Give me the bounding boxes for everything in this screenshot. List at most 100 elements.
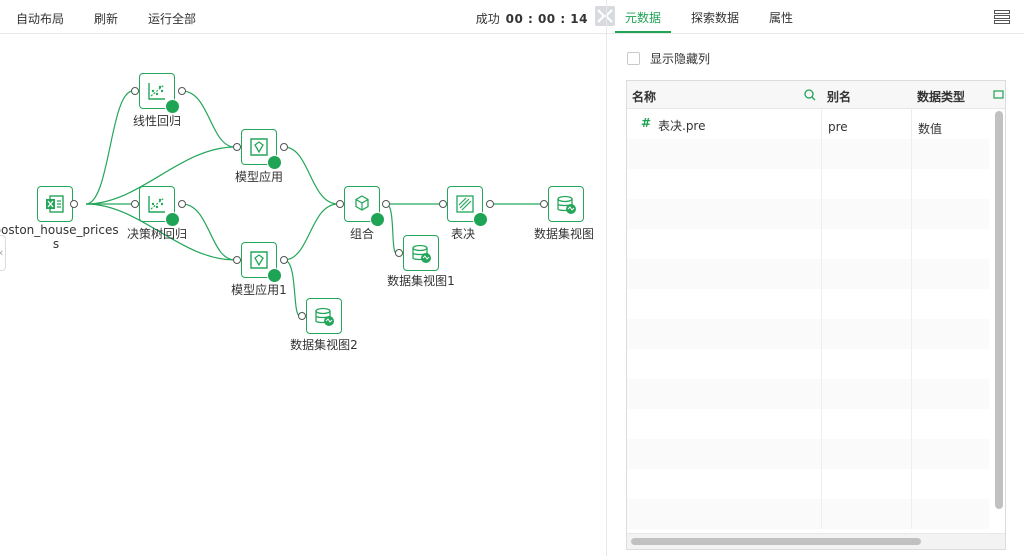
node-dataset-view-1-label: 数据集视图1 — [387, 274, 455, 288]
regression-icon — [148, 196, 165, 213]
grid-header: 名称 别名 数据类型 — [627, 81, 1005, 109]
column-settings-icon[interactable] — [993, 89, 1005, 101]
cell-dtype: 数值 — [918, 122, 943, 136]
column-divider[interactable] — [911, 109, 912, 529]
cell-alias: pre — [828, 120, 848, 134]
node-source[interactable] — [37, 186, 73, 222]
run-status: 成功 00 : 00 : 14 — [476, 10, 588, 27]
regression-icon — [148, 83, 165, 100]
node-dataset-view-label: 数据集视图 — [533, 227, 595, 241]
workflow-edges — [85, 90, 542, 317]
refresh-button[interactable]: 刷新 — [94, 12, 119, 26]
tab-explore[interactable]: 探索数据 — [691, 11, 740, 25]
node-linear-regression[interactable] — [139, 73, 180, 114]
table-row — [627, 439, 989, 469]
panel-divider[interactable] — [606, 0, 607, 556]
tab-metadata[interactable]: 元数据 — [625, 11, 662, 25]
port-in[interactable] — [131, 200, 139, 208]
table-row — [627, 259, 989, 289]
col-alias-header[interactable]: 别名 — [827, 90, 852, 104]
vertical-scrollbar[interactable] — [995, 111, 1003, 509]
node-dataset-view[interactable] — [548, 186, 584, 222]
port-in[interactable] — [233, 256, 241, 264]
col-type-header[interactable]: 数据类型 — [917, 90, 966, 104]
port-in[interactable] — [131, 87, 139, 95]
node-tree-label: 决策树回归 — [126, 227, 188, 241]
node-model-apply-1-label: 模型应用1 — [231, 283, 287, 297]
menu-icon[interactable] — [994, 10, 1010, 24]
success-check-icon — [165, 99, 180, 114]
port-in[interactable] — [395, 249, 403, 257]
port-in[interactable] — [336, 200, 344, 208]
right-panel: 元数据 探索数据 属性 显示隐藏列 名称 别名 数据类型 # 表决.pre — [607, 0, 1024, 556]
table-row — [627, 319, 989, 349]
node-combine-label: 组合 — [349, 227, 375, 241]
success-check-icon — [267, 155, 282, 170]
auto-layout-button[interactable]: 自动布局 — [16, 12, 65, 26]
node-dataset-view-1[interactable] — [403, 235, 439, 271]
table-row — [627, 349, 989, 379]
table-row — [627, 139, 989, 169]
status-time: 00 : 00 : 14 — [505, 12, 588, 26]
node-linear-label: 线性回归 — [132, 114, 182, 128]
success-check-icon — [370, 212, 385, 227]
port-out[interactable] — [178, 200, 186, 208]
port-out[interactable] — [280, 143, 288, 151]
port-in[interactable] — [540, 200, 548, 208]
port-out[interactable] — [280, 256, 288, 264]
node-model-apply-label: 模型应用 — [234, 170, 284, 184]
show-hidden-checkbox[interactable] — [627, 52, 640, 65]
port-in[interactable] — [298, 312, 306, 320]
model-apply-icon — [250, 138, 268, 156]
success-check-icon — [473, 212, 488, 227]
horizontal-scroll-track[interactable] — [627, 533, 1005, 549]
node-model-apply[interactable] — [241, 129, 282, 170]
canvas-toolbar: 自动布局 刷新 运行全部 成功 00 : 00 : 14 — [0, 0, 606, 34]
node-decision-tree[interactable] — [139, 186, 180, 227]
port-in[interactable] — [233, 143, 241, 151]
vote-icon — [456, 195, 474, 213]
col-name-header[interactable]: 名称 — [632, 90, 657, 104]
success-check-icon — [165, 212, 180, 227]
table-row — [627, 199, 989, 229]
panel-tabs: 元数据 探索数据 属性 — [607, 0, 1024, 34]
column-divider[interactable] — [821, 109, 822, 529]
run-all-button[interactable]: 运行全部 — [148, 12, 197, 26]
table-row — [627, 469, 989, 499]
tab-properties[interactable]: 属性 — [769, 11, 794, 25]
port-in[interactable] — [439, 200, 447, 208]
dataset-icon — [315, 307, 334, 326]
port-out[interactable] — [178, 87, 186, 95]
numeric-type-icon: # — [641, 116, 652, 130]
node-combine[interactable] — [344, 186, 385, 227]
cell-name: 表决.pre — [658, 119, 706, 133]
status-label: 成功 — [475, 12, 500, 26]
success-check-icon — [267, 268, 282, 283]
show-hidden-row[interactable]: 显示隐藏列 — [627, 50, 710, 67]
port-out[interactable] — [382, 200, 390, 208]
port-out[interactable] — [486, 200, 494, 208]
metadata-grid: 名称 别名 数据类型 # 表决.pre pre 数值 — [626, 80, 1006, 550]
dataset-icon — [557, 195, 576, 214]
node-model-apply-1[interactable] — [241, 242, 282, 283]
node-vote[interactable] — [447, 186, 488, 227]
left-drawer-handle[interactable]: ‹ — [0, 235, 6, 271]
table-row — [627, 379, 989, 409]
node-dataset-view-2[interactable] — [306, 298, 342, 334]
chevron-left-icon: ‹ — [0, 246, 3, 259]
table-row — [627, 289, 989, 319]
port-out[interactable] — [70, 200, 78, 208]
active-tab-indicator — [615, 31, 671, 33]
node-vote-label: 表决 — [450, 227, 476, 241]
node-dataset-view-2-label: 数据集视图2 — [290, 338, 358, 352]
search-icon[interactable] — [804, 89, 816, 101]
table-row — [627, 229, 989, 259]
table-row[interactable]: # 表决.pre pre 数值 — [627, 109, 989, 139]
table-row — [627, 499, 989, 529]
excel-icon — [46, 195, 64, 213]
table-row — [627, 409, 989, 439]
dataset-icon — [412, 244, 431, 263]
horizontal-scrollbar[interactable] — [631, 538, 921, 545]
